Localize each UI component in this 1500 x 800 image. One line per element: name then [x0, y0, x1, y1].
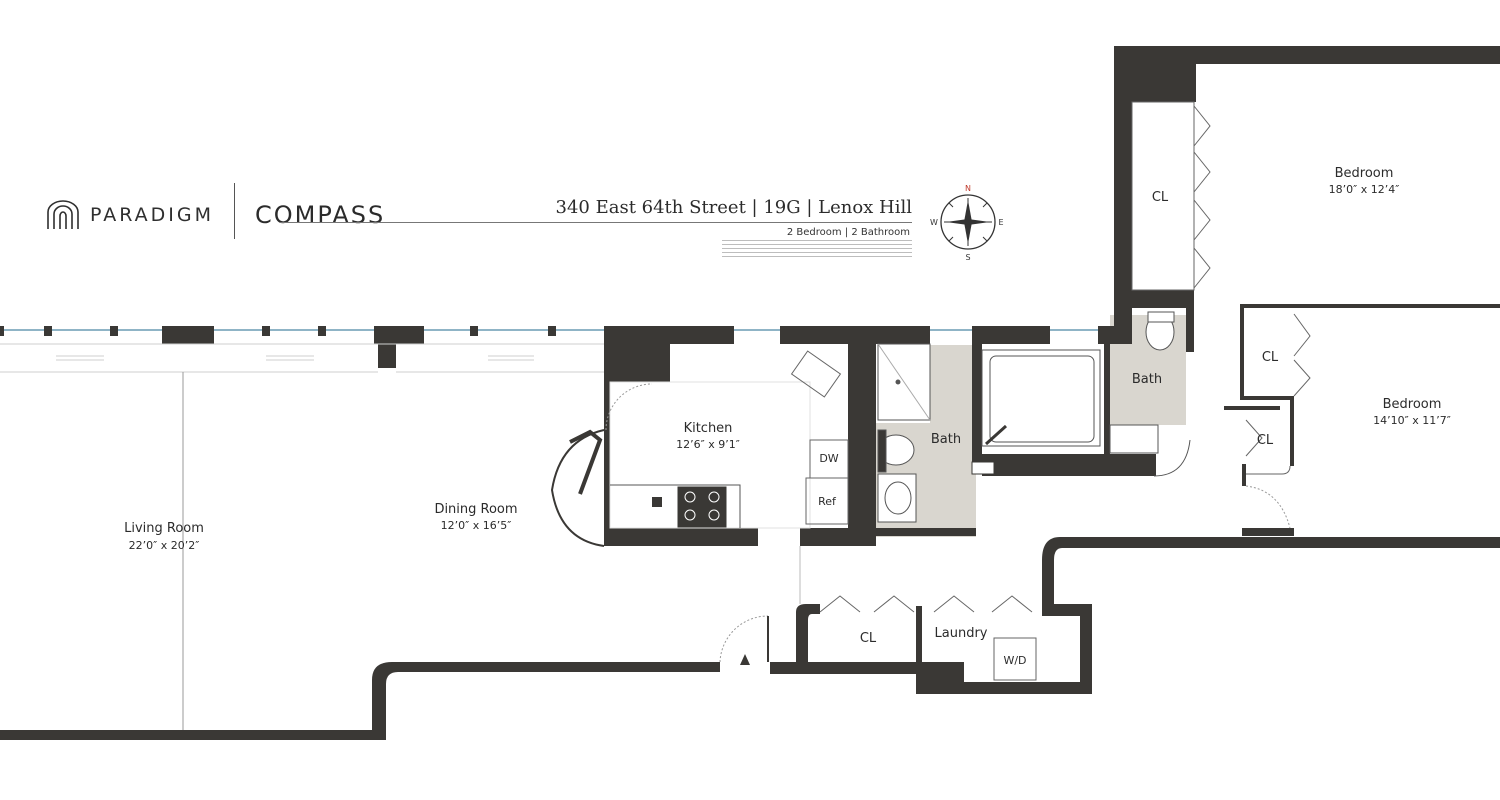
closet-3-label: CL: [1257, 433, 1274, 448]
kitchen-dims: 12’6″ x 9’1″: [676, 438, 740, 451]
bath-2-name: Bath: [1132, 372, 1162, 387]
closet-1-label: CL: [1152, 190, 1169, 205]
walls: [0, 46, 1500, 740]
dining-room-name: Dining Room: [434, 502, 517, 517]
listing-address: 340 East 64th Street | 19G | Lenox Hill: [555, 197, 912, 218]
compass-west: W: [930, 218, 938, 227]
dining-room-dims: 12’0″ x 16’5″: [441, 519, 512, 532]
window-sills: [0, 343, 604, 373]
disclaimer-text: [722, 240, 912, 262]
brand-divider: [234, 183, 236, 239]
paradigm-logo-icon: [47, 200, 79, 229]
dining-curved-wall: [550, 429, 605, 547]
paradigm-wordmark: PARADIGM: [90, 204, 215, 226]
compass-south: S: [965, 253, 970, 262]
closet-4-label: CL: [860, 631, 877, 646]
washer-dryer-label: W/D: [1003, 654, 1026, 667]
bedroom-1-name: Bedroom: [1335, 166, 1394, 181]
header-rule: [280, 222, 912, 223]
closet-2-label: CL: [1262, 350, 1279, 365]
bedroom-1-dims: 18’0″ x 12’4″: [1329, 183, 1400, 196]
listing-subline: 2 Bedroom | 2 Bathroom: [786, 227, 910, 238]
compass-east: E: [998, 218, 1003, 227]
closet-doors: [719, 101, 1311, 681]
bedroom-2-name: Bedroom: [1383, 397, 1442, 412]
bath-fixtures: [877, 311, 1191, 523]
entry-arrow-icon: [740, 654, 750, 665]
refrigerator-label: Ref: [818, 495, 837, 508]
living-room-dims: 22’0″ x 20’2″: [129, 539, 200, 552]
living-room-name: Living Room: [124, 521, 204, 536]
compass-wordmark: COMPASS: [255, 201, 386, 229]
dishwasher-label: DW: [819, 452, 838, 465]
bath-1-name: Bath: [931, 432, 961, 447]
kitchen-name: Kitchen: [684, 421, 733, 436]
compass-north: N: [965, 184, 971, 193]
stove-icon: [684, 491, 720, 521]
bedroom-2-dims: 14’10″ x 11’7″: [1373, 414, 1451, 427]
branding: PARADIGM COMPASS: [46, 183, 386, 243]
compass-rose-icon: [940, 194, 996, 250]
laundry-label: Laundry: [935, 626, 988, 641]
